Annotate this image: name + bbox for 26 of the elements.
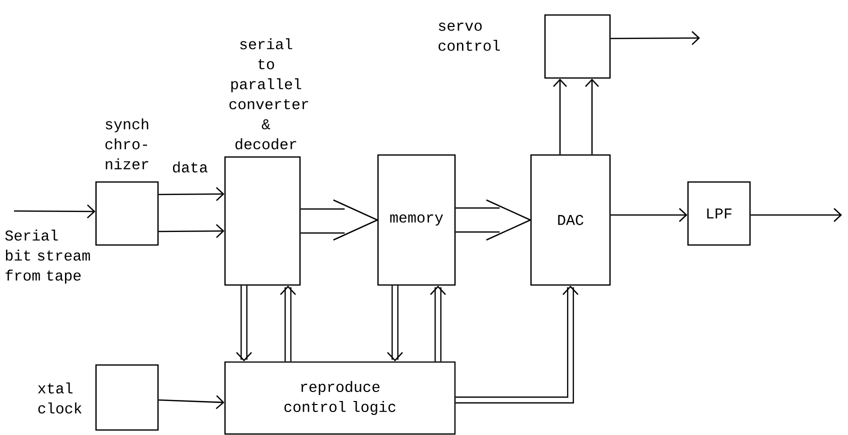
arrow [158,395,224,410]
arrow [14,204,96,218]
arrow [610,208,688,222]
input-label: Serial bit stream from tape [5,230,90,284]
block-label: servo control [438,22,500,51]
arrow [610,31,700,46]
arrow [750,208,842,222]
block-box: reproduce control logic [224,361,456,435]
block-label: serial to parallel converter & decoder [229,38,308,150]
bus-arrow [455,199,532,241]
double-arrow [456,286,578,404]
arrow [553,78,567,154]
edge-label: data [171,160,210,174]
double-arrow [430,286,446,362]
arrow [158,187,224,202]
block-label: synch chro- nizer [105,118,148,170]
bus-arrow [300,199,379,241]
arrow [585,78,599,154]
block-label: xtal clock [38,382,82,414]
double-arrow [280,286,296,362]
block-box: memory [377,154,456,286]
arrow [158,224,224,238]
block-box: DAC [530,154,611,286]
double-arrow [387,286,403,362]
double-arrow [236,286,252,362]
block-box: LPF [687,181,751,246]
